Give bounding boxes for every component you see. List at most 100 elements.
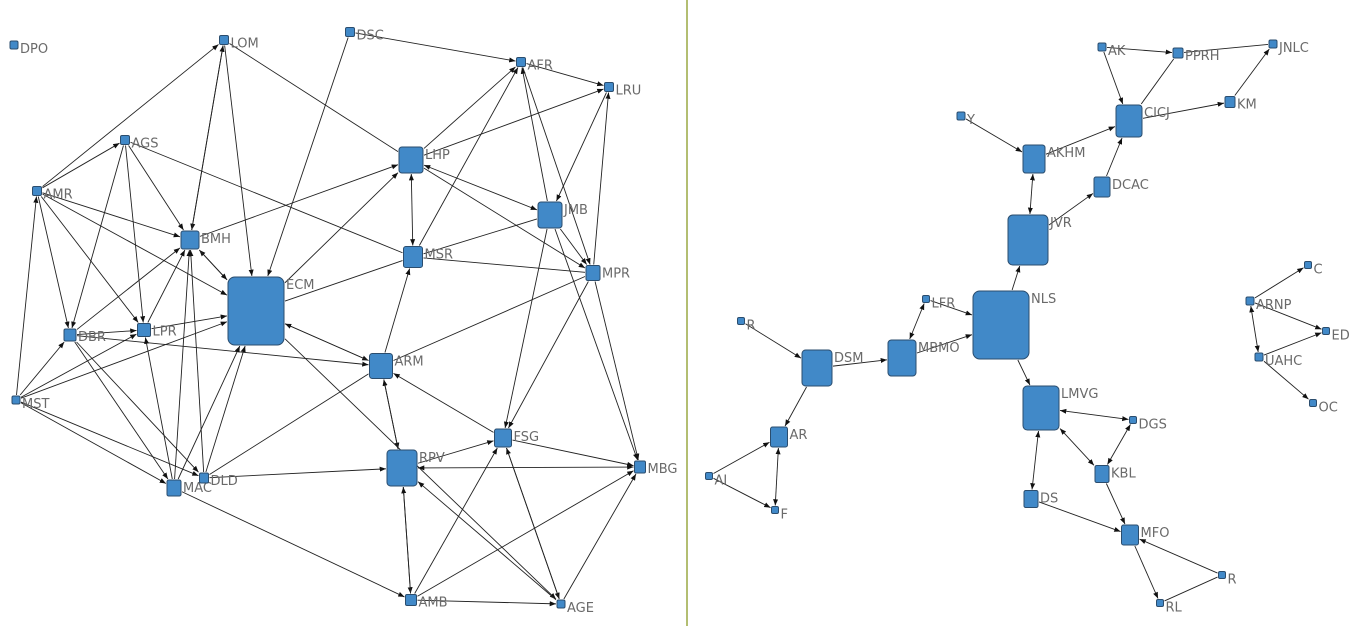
node-cicj[interactable]: CICJ (1115, 104, 1170, 138)
node-box[interactable] (405, 594, 417, 606)
node-box[interactable] (1304, 261, 1312, 269)
node-mpr[interactable]: MPR (585, 265, 630, 282)
node-box[interactable] (887, 339, 917, 377)
node-afr[interactable]: AFR (516, 57, 553, 74)
node-box[interactable] (219, 35, 229, 45)
node-box[interactable] (770, 426, 788, 448)
node-age[interactable]: AGE (556, 599, 594, 616)
node-lmvg[interactable]: LMVG (1022, 385, 1098, 431)
node-fsg[interactable]: FSG (494, 428, 540, 448)
node-box[interactable] (227, 276, 285, 346)
node-box[interactable] (1322, 327, 1330, 335)
node-box[interactable] (120, 135, 130, 145)
node-box[interactable] (180, 230, 200, 250)
node-box[interactable] (1245, 296, 1255, 306)
node-lom[interactable]: LOM (219, 35, 259, 52)
node-box[interactable] (1022, 385, 1060, 431)
node-ed[interactable]: ED (1322, 327, 1350, 344)
node-jvr[interactable]: JVR (1007, 214, 1072, 266)
node-amb[interactable]: AMB (405, 594, 448, 611)
node-box[interactable] (1224, 96, 1236, 108)
node-lfr[interactable]: LFR (922, 295, 956, 312)
node-msr[interactable]: MSR (403, 246, 454, 268)
node-ds[interactable]: DS (1023, 490, 1058, 508)
node-box[interactable] (556, 599, 566, 609)
node-dbr[interactable]: DBR (63, 328, 106, 345)
node-box[interactable] (972, 290, 1030, 360)
node-rpv[interactable]: RPV (386, 449, 445, 487)
node-mbmo[interactable]: MBMO (887, 339, 960, 377)
node-box[interactable] (494, 428, 512, 448)
node-box[interactable] (1097, 42, 1107, 52)
node-box[interactable] (1218, 571, 1226, 579)
node-box[interactable] (11, 395, 21, 405)
node-box[interactable] (369, 353, 393, 379)
node-lru[interactable]: LRU (604, 82, 642, 99)
node-box[interactable] (956, 111, 966, 121)
node-nls[interactable]: NLS (972, 290, 1056, 360)
node-box[interactable] (166, 479, 182, 497)
node-arnp[interactable]: ARNP (1245, 296, 1292, 313)
node-box[interactable] (1007, 214, 1049, 266)
node-box[interactable] (1172, 47, 1184, 59)
node-arm[interactable]: ARM (369, 353, 424, 379)
node-c[interactable]: C (1304, 261, 1323, 278)
node-r2[interactable]: R (1218, 571, 1237, 588)
node-box[interactable] (585, 265, 601, 281)
node-uahc[interactable]: UAHC (1254, 352, 1302, 369)
node-box[interactable] (537, 201, 563, 229)
node-box[interactable] (1094, 465, 1110, 483)
node-akhm[interactable]: AKHM (1022, 144, 1085, 174)
node-y[interactable]: Y (956, 111, 975, 128)
node-box[interactable] (1309, 399, 1317, 407)
node-km[interactable]: KM (1224, 96, 1257, 113)
node-ak[interactable]: AK (1097, 42, 1126, 59)
node-dgs[interactable]: DGS (1129, 416, 1167, 433)
node-box[interactable] (1254, 352, 1264, 362)
node-rl[interactable]: RL (1156, 599, 1183, 616)
node-ar[interactable]: AR (770, 426, 808, 448)
node-box[interactable] (604, 82, 614, 92)
node-box[interactable] (398, 146, 424, 174)
node-box[interactable] (705, 472, 713, 480)
node-box[interactable] (9, 40, 19, 50)
node-mst[interactable]: MST (11, 395, 49, 412)
node-dsm[interactable]: DSM (801, 349, 863, 387)
node-lhp[interactable]: LHP (398, 146, 450, 174)
node-box[interactable] (634, 460, 646, 474)
node-ags[interactable]: AGS (120, 135, 159, 152)
node-amr[interactable]: AMR (32, 186, 73, 203)
node-box[interactable] (1156, 599, 1164, 607)
node-f[interactable]: F (771, 506, 788, 523)
node-jmb[interactable]: JMB (537, 201, 588, 229)
node-pprh[interactable]: PPRH (1172, 47, 1220, 64)
node-lpr[interactable]: LPR (137, 323, 177, 340)
node-jnlc[interactable]: JNLC (1268, 39, 1309, 56)
node-box[interactable] (1129, 416, 1137, 424)
node-ai[interactable]: AI (705, 472, 728, 489)
node-box[interactable] (1268, 39, 1278, 49)
node-box[interactable] (737, 317, 745, 325)
node-ecm[interactable]: ECM (227, 276, 315, 346)
node-oc[interactable]: OC (1309, 399, 1338, 416)
node-dpo[interactable]: DPO (9, 40, 48, 57)
node-box[interactable] (922, 295, 930, 303)
node-dld[interactable]: DLD (199, 472, 238, 489)
node-mbg[interactable]: MBG (634, 460, 678, 477)
node-bmh[interactable]: BMH (180, 230, 231, 250)
node-dcac[interactable]: DCAC (1093, 176, 1149, 198)
node-box[interactable] (771, 506, 779, 514)
node-dsc[interactable]: DSC (345, 27, 384, 44)
node-r1[interactable]: R (737, 317, 756, 334)
node-kbl[interactable]: KBL (1094, 465, 1136, 483)
node-box[interactable] (1121, 524, 1139, 546)
node-box[interactable] (801, 349, 833, 387)
node-box[interactable] (516, 57, 526, 67)
node-box[interactable] (1093, 176, 1111, 198)
node-box[interactable] (63, 328, 77, 342)
node-box[interactable] (199, 472, 209, 484)
node-box[interactable] (345, 27, 355, 37)
node-box[interactable] (137, 323, 151, 337)
node-box[interactable] (386, 449, 418, 487)
node-mfo[interactable]: MFO (1121, 524, 1170, 546)
